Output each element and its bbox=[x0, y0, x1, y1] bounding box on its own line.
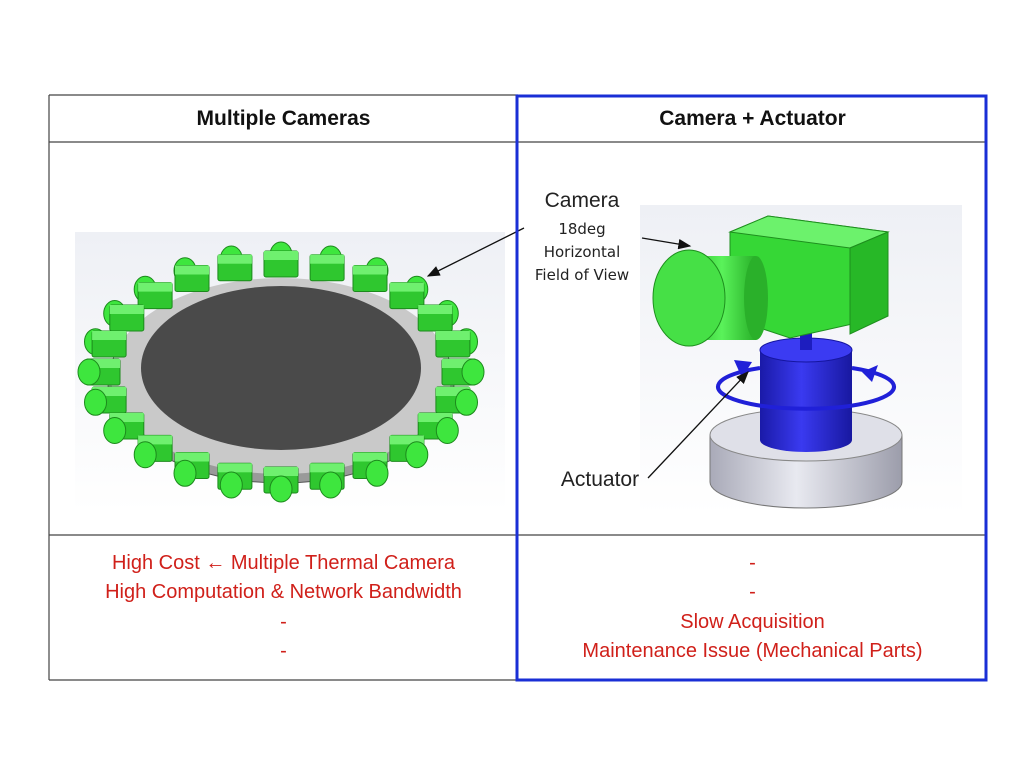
ring-camera bbox=[389, 434, 429, 469]
ring-camera bbox=[417, 412, 459, 444]
left-drawbacks-list: High Cost ← Multiple Thermal Camera High… bbox=[49, 535, 518, 680]
actuator-label: Actuator bbox=[560, 468, 640, 491]
left-drawback-item: - bbox=[280, 610, 287, 633]
camera-label: Camera bbox=[544, 189, 620, 212]
camera-spec-line: Field of View bbox=[534, 266, 630, 284]
right-column-header: Camera + Actuator bbox=[659, 106, 846, 130]
ring-camera bbox=[435, 386, 478, 416]
ring-camera bbox=[441, 358, 485, 386]
rotation-arrow-icon bbox=[716, 360, 896, 411]
camera-to-ring-arrow bbox=[426, 227, 525, 277]
ring-camera bbox=[173, 257, 210, 292]
ring-camera bbox=[417, 300, 459, 332]
ring-camera bbox=[435, 328, 478, 358]
actuator-pointer-arrow bbox=[647, 371, 749, 479]
ring-dark-center bbox=[141, 286, 421, 450]
camera-spec: 18deg Horizontal Field of View bbox=[522, 218, 642, 287]
left-drawback-item: High Computation & Network Bandwidth bbox=[105, 581, 462, 603]
ring-camera bbox=[389, 275, 429, 310]
camera-spec-line: 18deg bbox=[558, 220, 606, 238]
ring-camera bbox=[217, 462, 253, 499]
ring-camera bbox=[103, 300, 145, 332]
right-drawback-item: - bbox=[749, 551, 756, 574]
ring-camera bbox=[77, 358, 121, 386]
ring-camera bbox=[352, 257, 389, 292]
camera-spec-line: Horizontal bbox=[543, 243, 621, 261]
ring-camera bbox=[84, 328, 127, 358]
ring-camera bbox=[133, 275, 173, 310]
right-drawback-item: Maintenance Issue (Mechanical Parts) bbox=[582, 640, 923, 662]
ring-camera bbox=[217, 245, 253, 282]
ring-camera bbox=[309, 245, 345, 282]
right-drawback-item: - bbox=[749, 581, 756, 603]
camera-pointer-arrow bbox=[641, 237, 692, 250]
ring-camera bbox=[263, 241, 299, 278]
right-drawback-item: Slow Acquisition bbox=[680, 610, 825, 633]
left-drawback-item: High Cost ← Multiple Thermal Camera bbox=[111, 551, 456, 574]
left-drawback-item: - bbox=[280, 640, 287, 662]
ring-camera bbox=[352, 452, 389, 487]
comparison-table: Multiple Cameras Camera + Actuator High … bbox=[49, 95, 987, 681]
ring-camera bbox=[103, 412, 145, 444]
ring-camera bbox=[263, 466, 299, 503]
ring-camera bbox=[173, 452, 210, 487]
right-drawbacks-list: - - Slow Acquisition Maintenance Issue (… bbox=[518, 535, 987, 680]
ring-camera bbox=[84, 386, 127, 416]
ring-camera bbox=[309, 462, 345, 499]
ring-cameras bbox=[77, 241, 485, 503]
actuated-camera bbox=[652, 215, 890, 347]
left-column-header: Multiple Cameras bbox=[196, 106, 371, 130]
ring-camera bbox=[133, 434, 173, 469]
